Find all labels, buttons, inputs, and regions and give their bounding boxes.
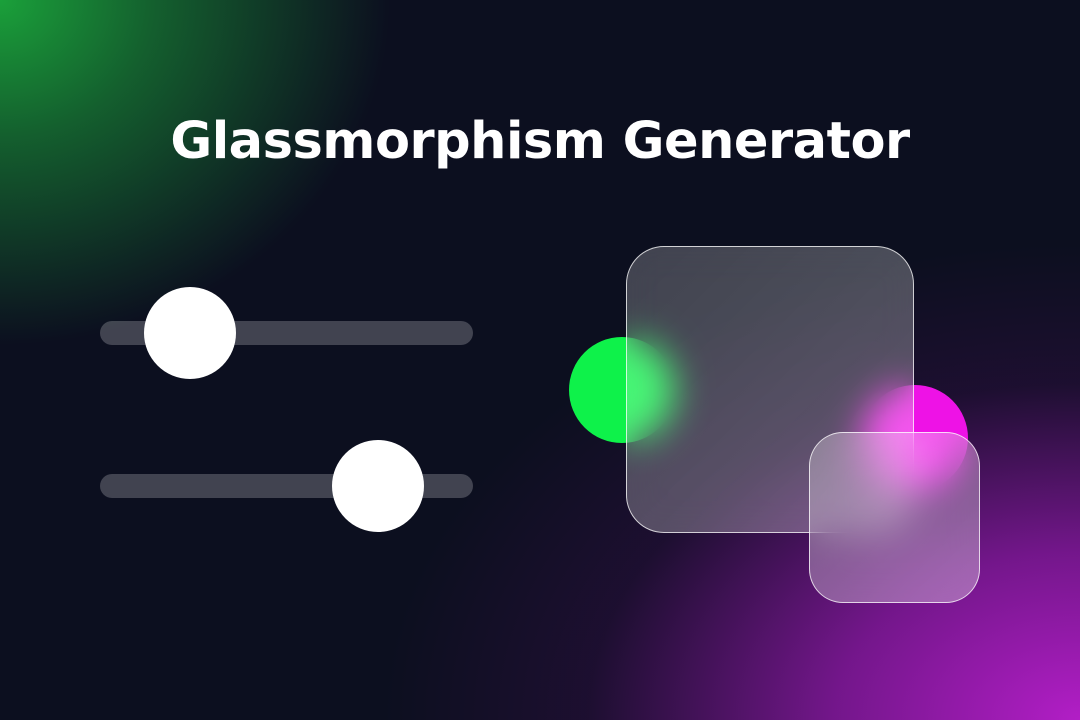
page-title: Glassmorphism Generator bbox=[170, 112, 910, 171]
slider-2[interactable] bbox=[100, 440, 473, 532]
slider-1[interactable] bbox=[100, 287, 473, 379]
slider-thumb[interactable] bbox=[143, 287, 236, 379]
glass-card-small bbox=[809, 432, 980, 603]
slider-thumb[interactable] bbox=[331, 440, 424, 532]
